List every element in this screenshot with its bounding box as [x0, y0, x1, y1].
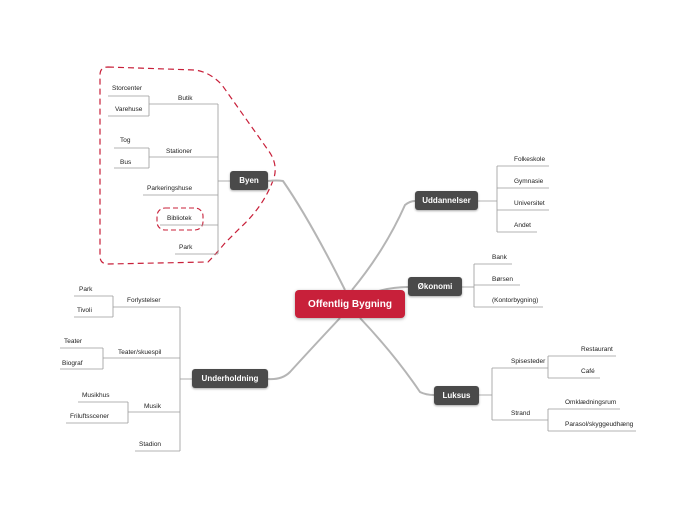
label-andet[interactable]: Andet [514, 222, 531, 229]
label-varehuse[interactable]: Varehuse [115, 106, 143, 113]
label-bus[interactable]: Bus [120, 159, 132, 166]
connector-underholdning [267, 317, 341, 381]
label-storcenter[interactable]: Storcenter [112, 85, 142, 92]
label-biograf[interactable]: Biograf [62, 360, 83, 367]
label-omkladningsrum[interactable]: Omklædningsrum [565, 399, 617, 406]
node-okonomi[interactable]: Økonomi [408, 277, 462, 296]
node-uddannelser[interactable]: Uddannelser [415, 191, 478, 210]
label-teater[interactable]: Teater [64, 338, 83, 345]
label-bank[interactable]: Bank [492, 254, 507, 261]
label-kontorbygning[interactable]: (Kontorbygning) [492, 297, 539, 304]
label-musikhus[interactable]: Musikhus [82, 392, 110, 399]
label-forlystelser[interactable]: Forlystelser [127, 297, 161, 304]
label-universitet[interactable]: Universitet [514, 200, 545, 207]
label-stadion[interactable]: Stadion [139, 441, 162, 448]
label-restaurant[interactable]: Restaurant [581, 346, 613, 353]
label-park-underholdning[interactable]: Park [79, 286, 93, 293]
label-park-byen[interactable]: Park [179, 244, 193, 251]
central-topic[interactable]: Offentlig Bygning [295, 290, 405, 318]
label-tivoli[interactable]: Tivoli [77, 307, 92, 314]
node-byen[interactable]: Byen [230, 171, 268, 190]
label-parasol[interactable]: Parasol/skyggeudhæng [565, 421, 634, 428]
connector-byen [267, 179, 346, 291]
label-musik[interactable]: Musik [144, 403, 161, 410]
label-cafe[interactable]: Café [581, 368, 595, 375]
label-strand[interactable]: Strand [511, 410, 531, 417]
label-gymnasie[interactable]: Gymnasie [514, 178, 544, 185]
node-underholdning[interactable]: Underholdning [192, 369, 268, 388]
bibliotek-boundary [156, 207, 204, 231]
label-parkeringshuse[interactable]: Parkeringshuse [147, 185, 193, 192]
label-tog[interactable]: Tog [120, 137, 131, 144]
node-luksus[interactable]: Luksus [434, 386, 479, 405]
label-bibliotek[interactable]: Bibliotek [167, 215, 192, 222]
label-borsen[interactable]: Børsen [492, 276, 513, 283]
connector-luksus [359, 317, 435, 396]
label-spisesteder[interactable]: Spisesteder [511, 358, 546, 365]
label-friluftsscener[interactable]: Friluftsscener [70, 413, 110, 420]
label-butik[interactable]: Butik [178, 95, 193, 102]
label-stationer[interactable]: Stationer [166, 148, 193, 155]
label-folkeskole[interactable]: Folkeskole [514, 156, 546, 163]
label-teater-skuespil[interactable]: Teater/skuespil [118, 349, 162, 356]
connector-uddannelser [351, 200, 416, 291]
